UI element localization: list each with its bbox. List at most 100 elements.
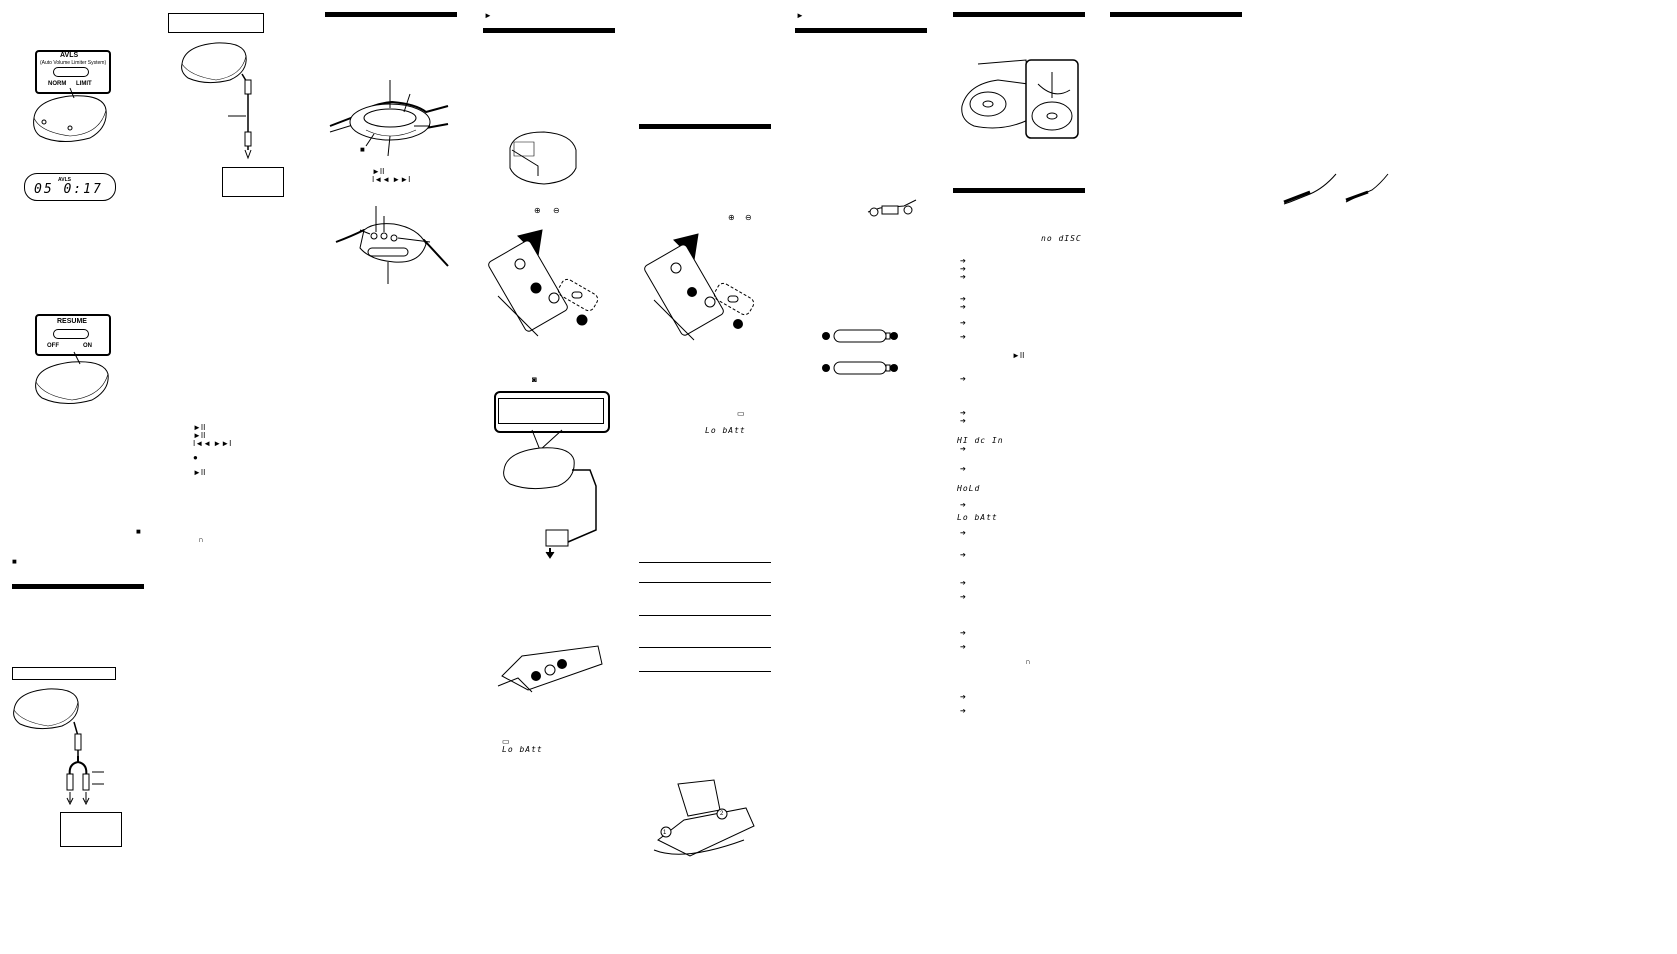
arrow-15: ➔ <box>960 552 966 559</box>
resume-switch-callout <box>35 314 111 356</box>
avls-switch-callout <box>35 50 111 94</box>
lo-batt-lcd-2: Lo bAtt <box>705 426 746 435</box>
label-box-stereo <box>12 667 116 680</box>
arrow-18: ➔ <box>960 630 966 637</box>
arrow-11: ➔ <box>960 446 966 453</box>
avls-limit-label: LIMIT <box>76 81 92 87</box>
play-pause-mark-2: ►II <box>193 431 206 440</box>
arrow-21: ➔ <box>960 708 966 715</box>
avls-norm-label: NORM <box>48 81 67 87</box>
section-rule-remote <box>325 12 457 17</box>
table-rule-4 <box>639 647 771 648</box>
remote-stop-mark: ■ <box>360 145 365 154</box>
section-rule-connecting <box>12 584 144 589</box>
section-rule-power <box>483 28 615 33</box>
resume-switch[interactable] <box>53 329 89 339</box>
arrow-8: ➔ <box>960 376 966 383</box>
battery-case-open-drawing <box>654 780 758 862</box>
section-rule-column7 <box>953 12 1085 17</box>
arrow-13: ➔ <box>960 502 966 509</box>
battery-compartment-open-drawing <box>504 128 584 188</box>
play-arrow-heading-2: ► <box>796 11 804 20</box>
avls-lcd-display <box>24 173 116 201</box>
arrow-2: ➔ <box>960 266 966 273</box>
resume-on-label: ON <box>83 343 92 349</box>
section-rule-column6 <box>795 28 927 33</box>
cd-player-line-connection-drawing <box>180 40 290 170</box>
cd-loading-drawing <box>958 60 1080 140</box>
avls-lcd-text: 05 0:17 <box>34 182 103 197</box>
battery-icon-mark-2: ▭ <box>737 409 745 418</box>
avls-title: AVLS <box>60 52 79 59</box>
stop-mark-1: ■ <box>136 527 141 536</box>
battery-case-drawing <box>498 636 604 694</box>
play-pause-mark-1: ►II <box>193 423 206 432</box>
arrow-17: ➔ <box>960 594 966 601</box>
resume-off-label: OFF <box>47 343 59 349</box>
table-rule-2 <box>639 582 771 583</box>
battery-insert-drawing-2 <box>654 230 764 350</box>
battery-icon-mark-1: ▭ <box>502 737 510 746</box>
cd-player-adaptor-drawing <box>500 430 610 560</box>
step-number-1: 1 <box>663 830 667 836</box>
avls-switch[interactable] <box>53 67 89 77</box>
arrow-10: ➔ <box>960 418 966 425</box>
arrow-20: ➔ <box>960 694 966 701</box>
section-rule-column5 <box>639 124 771 129</box>
headphone-plugs-drawing <box>1280 170 1392 210</box>
ac-adaptor-mark: ◙ <box>532 375 537 384</box>
arrow-5: ➔ <box>960 304 966 311</box>
section-rule-column8 <box>1110 12 1242 17</box>
dry-battery-drawing-1 <box>822 328 898 344</box>
arrow-1: ➔ <box>960 258 966 265</box>
arrow-12: ➔ <box>960 466 966 473</box>
headphone-mark-2: ∩ <box>1025 657 1031 666</box>
label-box-tape <box>168 13 264 33</box>
arrow-6: ➔ <box>960 320 966 327</box>
resume-title: RESUME <box>57 318 87 325</box>
hi-dc-in-lcd: HI dc In <box>957 436 1004 445</box>
play-pause-mark-3: ►II <box>193 468 206 477</box>
section-rule-troubleshooting <box>953 188 1085 193</box>
cd-player-rca-connection-drawing <box>12 686 122 846</box>
arrow-3: ➔ <box>960 274 966 281</box>
headphone-mark-1: ∩ <box>198 535 204 544</box>
record-mark: ● <box>193 453 198 462</box>
arrow-19: ➔ <box>960 644 966 651</box>
trouble-play-pause-mark: ►II <box>1012 351 1025 360</box>
battery-minus-ref-2: ⊖ <box>745 213 752 222</box>
cd-player-drawing-avls <box>30 88 110 148</box>
step-number-2: 2 <box>720 811 724 817</box>
arrow-7: ➔ <box>960 334 966 341</box>
table-rule-3 <box>639 615 771 616</box>
prev-next-mark: I◄◄ ►►I <box>193 439 232 448</box>
remote-control-top-drawing <box>326 80 456 170</box>
arrow-9: ➔ <box>960 410 966 417</box>
remote-play-pause-mark: ►II <box>372 167 385 176</box>
battery-minus-ref-1: ⊖ <box>553 206 560 215</box>
table-rule-1 <box>639 562 771 563</box>
hold-lcd: HoLd <box>957 484 981 493</box>
car-plug-drawing <box>864 198 918 222</box>
tape-recorder-box <box>222 167 284 197</box>
dry-battery-drawing-2 <box>822 360 898 376</box>
avls-lcd-badge: AVLS <box>58 177 71 183</box>
arrow-14: ➔ <box>960 530 966 537</box>
stop-mark-2: ■ <box>12 557 17 566</box>
stereo-system-box <box>60 812 122 847</box>
battery-insert-drawing-1 <box>498 226 608 346</box>
lo-batt-lcd-1: Lo bAtt <box>502 745 543 754</box>
battery-plus-ref-2: ⊕ <box>728 213 735 222</box>
lcd-window <box>498 398 604 424</box>
arrow-16: ➔ <box>960 580 966 587</box>
table-rule-5 <box>639 671 771 672</box>
avls-subtitle: (Auto Volume Limiter System) <box>40 60 107 66</box>
lo-batt-lcd-3: Lo bAtt <box>957 513 998 522</box>
cd-player-drawing-resume <box>34 352 110 410</box>
remote-control-side-drawing <box>334 206 452 286</box>
remote-prev-next-mark: I◄◄ ►►I <box>372 175 411 184</box>
battery-plus-ref-1: ⊕ <box>534 206 541 215</box>
arrow-4: ➔ <box>960 296 966 303</box>
no-disc-lcd: no dISC <box>1041 234 1082 243</box>
play-arrow-heading-1: ► <box>484 11 492 20</box>
